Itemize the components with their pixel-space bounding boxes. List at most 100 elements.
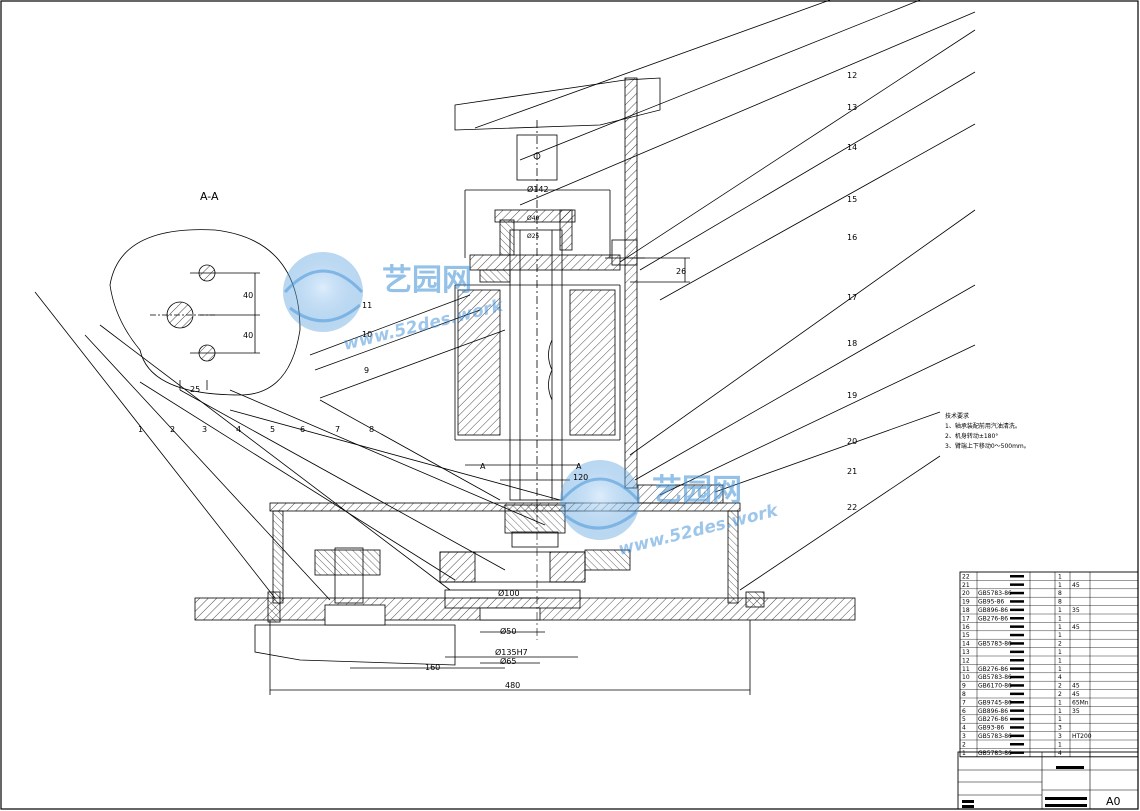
bom-cell-qty: 8 xyxy=(1058,590,1062,597)
section-a-a-view xyxy=(109,229,301,396)
bom-cell-qty: 3 xyxy=(1058,733,1062,740)
bom-name-mark xyxy=(1010,608,1024,612)
sheet-size: A0 xyxy=(1106,795,1121,808)
bom-cell-qty: 1 xyxy=(1058,741,1062,748)
bom-cell-no: 3 xyxy=(962,733,966,740)
bom-cell-no: 13 xyxy=(962,649,970,656)
dim-label: 480 xyxy=(505,681,520,690)
part-number: 7 xyxy=(335,425,340,434)
bom-name-mark xyxy=(1010,583,1024,586)
bom-cell-no: 11 xyxy=(962,666,970,673)
bom-name-mark xyxy=(1010,659,1024,662)
part-number: 6 xyxy=(300,425,305,434)
bom-name-mark xyxy=(1010,701,1024,704)
bom-cell-material: 45 xyxy=(1072,683,1080,690)
bom-cell-qty: 1 xyxy=(1058,624,1062,631)
part-number: 15 xyxy=(847,195,857,204)
tech-req-title: 技术要求 xyxy=(945,412,969,420)
part-number: 5 xyxy=(270,425,275,434)
bom-cell-material: 35 xyxy=(1072,607,1080,614)
tech-req-item: 1、轴承装配前用汽油清洗。 xyxy=(945,422,1021,430)
bom-name-mark xyxy=(1010,575,1024,578)
part-numbers-right: 12 13 14 15 16 17 18 19 20 21 22 xyxy=(847,71,857,512)
part-number: 20 xyxy=(847,437,857,446)
bom-cell-no: 15 xyxy=(962,632,970,639)
bom-cell-qty: 1 xyxy=(1058,607,1062,614)
dim-label: 40 xyxy=(243,291,253,300)
bom-cell-no: 1 xyxy=(962,750,966,757)
bom-name-mark xyxy=(1010,684,1024,687)
watermark-brand: 艺园网 xyxy=(652,473,742,508)
dim-label: Ø135H7 xyxy=(495,647,528,657)
watermark-globe-right xyxy=(560,460,640,540)
bom-cell-no: 14 xyxy=(962,641,970,648)
dim-label: Ø142 xyxy=(527,184,549,194)
bom-cell-standard: GB896-86 xyxy=(978,607,1008,614)
bom-cell-qty: 2 xyxy=(1058,641,1062,648)
part-number: 17 xyxy=(847,293,857,302)
part-number: 16 xyxy=(847,233,857,242)
bom-cell-no: 12 xyxy=(962,657,970,664)
dim-label: 160 xyxy=(425,663,440,672)
part-number: 2 xyxy=(170,425,175,434)
bom-cell-no: 20 xyxy=(962,590,970,597)
dim-label: Ø100 xyxy=(498,588,520,598)
part-number: 21 xyxy=(847,467,857,476)
part-numbers-left: 1 2 3 4 5 6 7 8 xyxy=(138,425,374,434)
bom-cell-qty: 1 xyxy=(1058,649,1062,656)
dim-label: Ø50 xyxy=(500,626,516,636)
part-number: 14 xyxy=(847,143,857,152)
bom-cell-qty: 1 xyxy=(1058,632,1062,639)
dim-label: Ø65 xyxy=(500,656,516,666)
part-number: 18 xyxy=(847,339,857,348)
bom-cell-standard: GB6170-86 xyxy=(978,683,1012,690)
bom-name-mark xyxy=(1010,617,1024,620)
upper-shaft xyxy=(516,120,558,520)
bom-cell-material: 65Mn xyxy=(1072,699,1089,706)
bom-cell-standard: GB276-86 xyxy=(978,666,1008,673)
bom-cell-qty: 1 xyxy=(1058,699,1062,706)
bom-cell-qty: 1 xyxy=(1058,582,1062,589)
bom-cell-material: 35 xyxy=(1072,708,1080,715)
bom-name-mark xyxy=(1010,717,1024,721)
bom-cell-qty: 1 xyxy=(1058,615,1062,622)
bom-name-mark xyxy=(1010,751,1024,754)
bom-cell-no: 10 xyxy=(962,674,970,681)
part-number: 10 xyxy=(362,330,372,339)
bom-cell-qty: 1 xyxy=(1058,708,1062,715)
bom-cell-qty: 1 xyxy=(1058,716,1062,723)
tech-requirements: 技术要求 1、轴承装配前用汽油清洗。 2、机身转动±180° 3、臂端上下移动0… xyxy=(945,412,1030,450)
column xyxy=(454,229,621,501)
dim-label: 120 xyxy=(573,473,588,482)
bom-name-mark xyxy=(1010,591,1024,595)
bom-cell-no: 6 xyxy=(962,708,966,715)
bom-cell-no: 8 xyxy=(962,691,966,698)
bom-name-mark xyxy=(1010,734,1024,738)
bom-cell-qty: 1 xyxy=(1058,666,1062,673)
part-number: 19 xyxy=(847,391,857,400)
section-mark: A xyxy=(480,462,486,471)
bom-cell-qty: 4 xyxy=(1058,750,1062,757)
bom-cell-standard: GB5783-86 xyxy=(978,674,1012,681)
bom-cell-standard: GB276-86 xyxy=(978,615,1008,622)
bom-cell-no: 22 xyxy=(962,573,970,580)
section-mark: A xyxy=(576,462,582,471)
part-number: 22 xyxy=(847,503,857,512)
section-title: A-A xyxy=(200,190,219,203)
bom-cell-standard: GB5783-86 xyxy=(978,641,1012,648)
bom-cell-no: 19 xyxy=(962,599,970,606)
bom-row: 11 GB276-86 1 xyxy=(960,666,1138,673)
title-block: A0 xyxy=(957,751,1139,810)
bom-cell-no: 21 xyxy=(962,582,970,589)
